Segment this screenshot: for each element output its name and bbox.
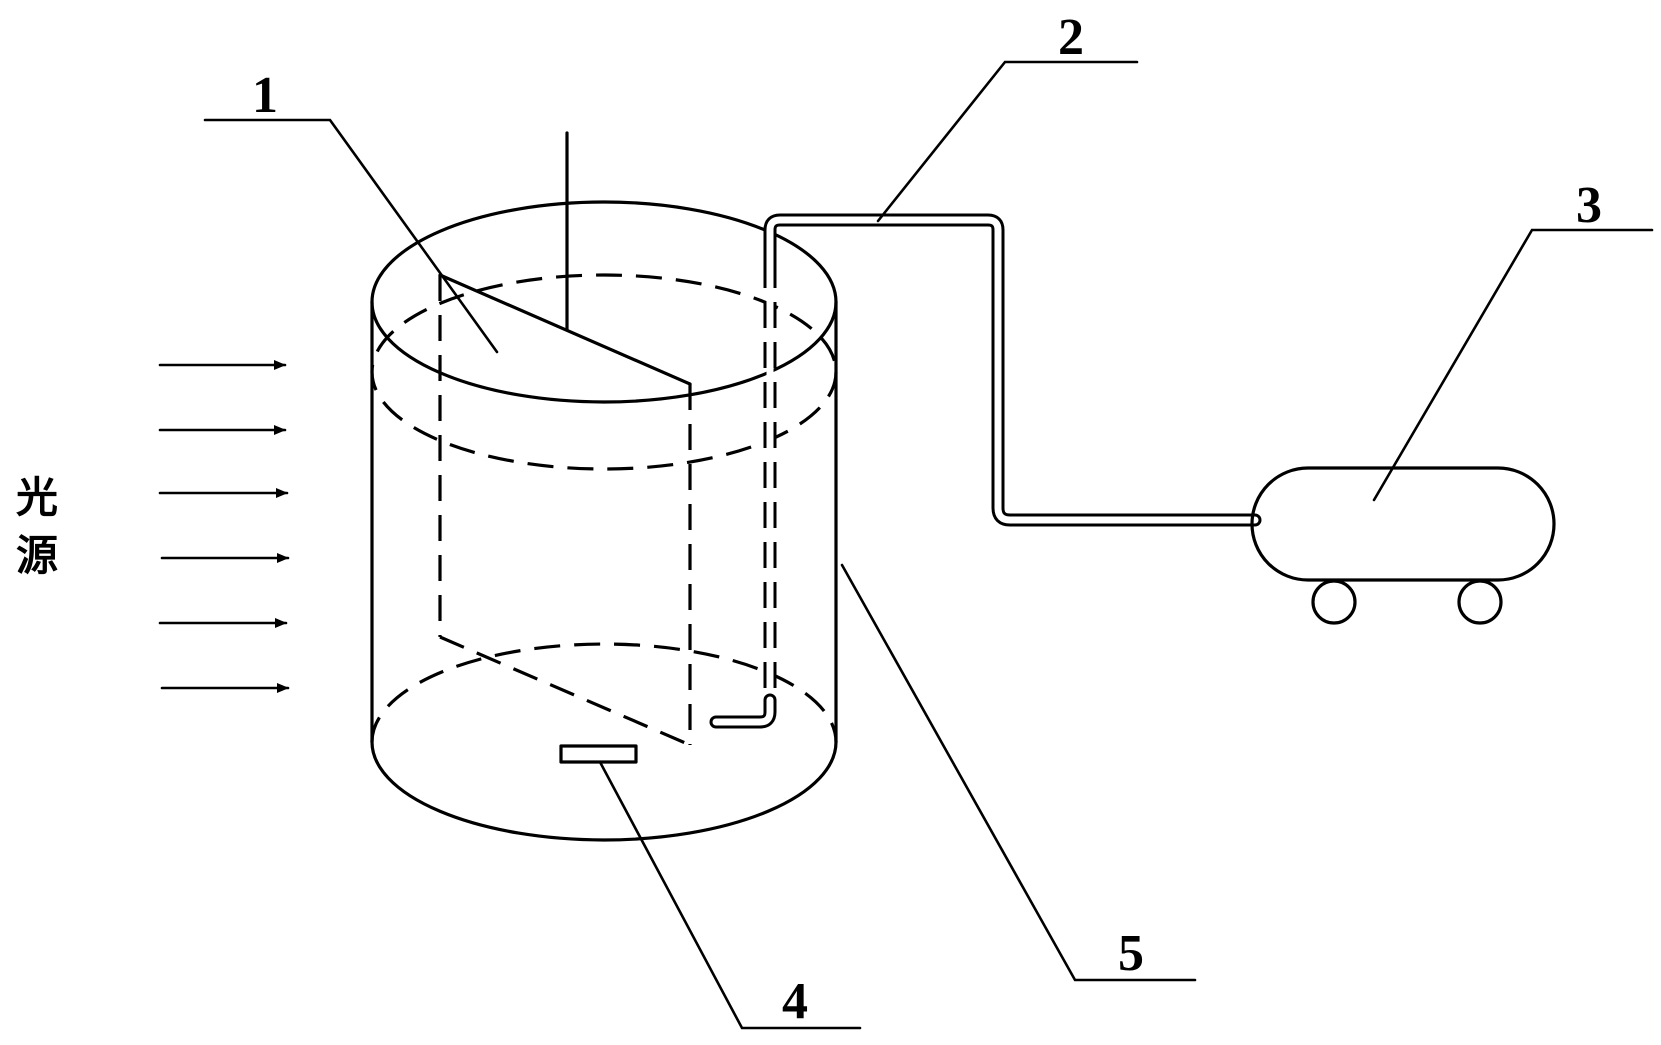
label-2: 2 — [1058, 9, 1084, 66]
plate-bottom-edge — [439, 635, 691, 747]
leader-line-4 — [598, 760, 862, 1030]
pipe-external-core — [766, 216, 1259, 524]
cylinder-container — [370, 200, 838, 842]
label-5: 5 — [1118, 925, 1144, 982]
leader-line-1 — [203, 118, 499, 354]
bottom-sensor — [559, 744, 638, 764]
air-pump-wheel-left — [1311, 579, 1357, 625]
light-source-label-line1: 光 — [16, 473, 58, 522]
plate-top-edge — [438, 273, 692, 386]
leader-line-3 — [1372, 228, 1654, 502]
label-3: 3 — [1576, 177, 1602, 234]
leader-line-5 — [840, 563, 1197, 982]
pipe-external — [763, 213, 1262, 527]
air-pump-wheel-right — [1457, 579, 1503, 625]
cylinder-bottom-back — [370, 642, 838, 743]
air-pump-body — [1250, 466, 1556, 582]
light-source-label-line2: 源 — [16, 531, 58, 580]
air-pump — [1250, 466, 1556, 625]
light-arrows — [158, 360, 290, 693]
cylinder-bottom-front — [370, 740, 838, 842]
label-4: 4 — [782, 973, 808, 1030]
leader-line-2 — [876, 60, 1139, 223]
aeration-pipe — [709, 213, 1262, 729]
pipe-outlet-core — [712, 696, 774, 726]
leader-lines — [203, 60, 1654, 1030]
baffle-plate — [438, 131, 692, 747]
label-1: 1 — [252, 67, 278, 124]
